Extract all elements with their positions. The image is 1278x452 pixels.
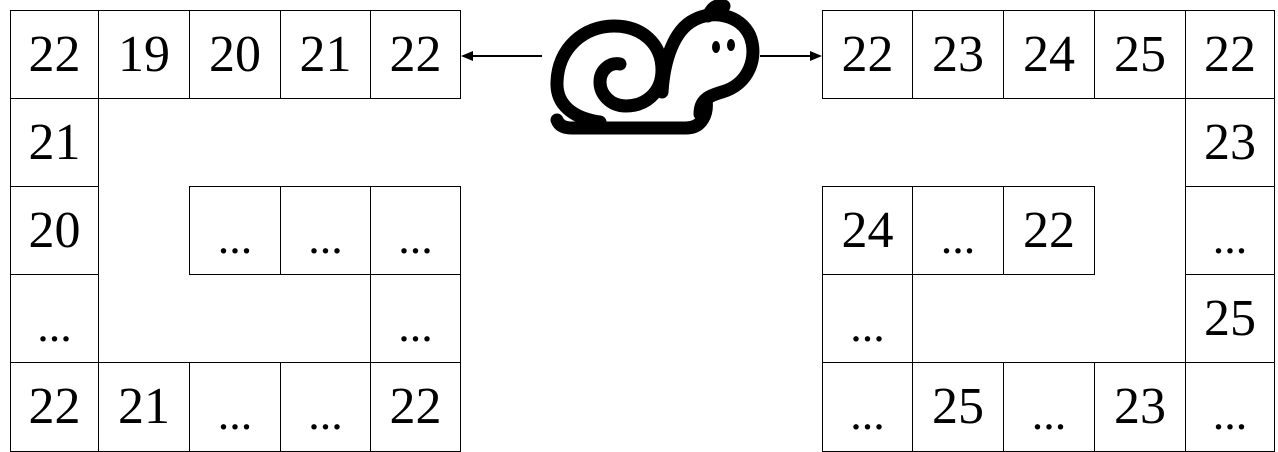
right-cell: ... bbox=[822, 274, 913, 363]
left-cell: ... bbox=[280, 362, 371, 452]
right-cell: 23 bbox=[1094, 362, 1186, 452]
snail-icon bbox=[550, 0, 760, 135]
left-cell: 22 bbox=[370, 362, 461, 452]
left-cell: ... bbox=[189, 362, 281, 452]
snail-eye bbox=[727, 39, 735, 51]
left-cell: 19 bbox=[98, 10, 190, 99]
right-cell: ... bbox=[1003, 362, 1095, 452]
right-cell: 23 bbox=[912, 10, 1004, 99]
left-cell: ... bbox=[280, 186, 371, 275]
snail-eye bbox=[712, 41, 720, 53]
right-cell: ... bbox=[822, 362, 913, 452]
left-cell: 20 bbox=[10, 186, 99, 275]
right-cell: 22 bbox=[1003, 186, 1095, 275]
center-graphic bbox=[461, 0, 822, 135]
right-cell: 25 bbox=[912, 362, 1004, 452]
left-cell: 22 bbox=[370, 10, 461, 99]
right-cell: 22 bbox=[822, 10, 913, 99]
right-cell: 23 bbox=[1185, 98, 1275, 187]
left-cell: ... bbox=[189, 186, 281, 275]
right-cell: 25 bbox=[1094, 10, 1186, 99]
left-cell: ... bbox=[370, 274, 461, 363]
right-cell: 24 bbox=[1003, 10, 1095, 99]
left-cell: 20 bbox=[189, 10, 281, 99]
left-cell: 21 bbox=[10, 98, 99, 187]
left-cell: 21 bbox=[98, 362, 190, 452]
right-cell: 22 bbox=[1185, 10, 1275, 99]
right-cell: ... bbox=[1185, 186, 1275, 275]
left-cell: ... bbox=[370, 186, 461, 275]
left-cell: 21 bbox=[280, 10, 371, 99]
right-cell: 25 bbox=[1185, 274, 1275, 363]
right-cell: ... bbox=[912, 186, 1004, 275]
left-cell: 22 bbox=[10, 10, 99, 99]
spiral-diagram: 22 19 20 21 22 21 20 ... ... ... ... ...… bbox=[10, 0, 1275, 452]
right-cell: 24 bbox=[822, 186, 913, 275]
left-cell: ... bbox=[10, 274, 99, 363]
